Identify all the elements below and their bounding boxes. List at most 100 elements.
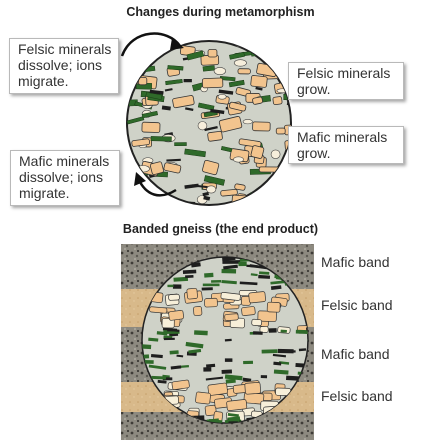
mafic-grain bbox=[222, 370, 232, 374]
quartz-grain bbox=[281, 169, 289, 175]
mafic-grain bbox=[286, 376, 299, 381]
felsic-grain bbox=[245, 382, 261, 394]
band-label-felsic: Felsic band bbox=[321, 297, 393, 313]
dark-grain bbox=[149, 43, 162, 47]
felsic-grain bbox=[208, 383, 228, 396]
felsic-grain bbox=[225, 314, 239, 321]
felsic-grain bbox=[129, 71, 138, 78]
callout-line: Mafic minerals bbox=[19, 153, 113, 169]
felsic-grain bbox=[226, 399, 247, 411]
quartz-grain bbox=[148, 37, 161, 46]
mafic-grain bbox=[225, 358, 233, 362]
mafic-grain bbox=[271, 196, 291, 205]
felsic-grain bbox=[150, 161, 164, 175]
felsic-grain bbox=[169, 294, 180, 300]
band-label-felsic: Felsic band bbox=[321, 388, 393, 404]
callout-line: grow. bbox=[297, 81, 397, 97]
quartz-grain bbox=[243, 119, 252, 123]
mafic-grain bbox=[258, 275, 270, 279]
mafic-grain bbox=[261, 375, 267, 378]
callout-line: migrate. bbox=[19, 185, 113, 201]
bottom-diagram-title: Banded gneiss (the end product) bbox=[0, 222, 441, 236]
mafic-grain bbox=[204, 273, 213, 278]
felsic-grain bbox=[276, 128, 285, 134]
mafic-grain bbox=[253, 331, 263, 335]
felsic-grain bbox=[252, 319, 262, 326]
felsic-grain bbox=[252, 97, 263, 105]
felsic-grain bbox=[267, 302, 280, 312]
quartz-grain bbox=[233, 157, 243, 162]
band-label-mafic: Mafic band bbox=[321, 254, 389, 270]
mafic-grain bbox=[185, 275, 193, 278]
felsic-grain bbox=[286, 185, 304, 195]
mafic-grain bbox=[255, 191, 273, 201]
mafic-grain bbox=[251, 51, 259, 56]
mafic-grain bbox=[202, 287, 213, 290]
felsic-grain bbox=[283, 39, 304, 53]
mafic-grain bbox=[183, 270, 196, 274]
mafic-grain bbox=[170, 350, 179, 354]
callout-line: grow. bbox=[297, 145, 397, 161]
felsic-grain bbox=[249, 291, 266, 303]
felsic-grain bbox=[149, 307, 167, 314]
dark-grain bbox=[184, 79, 192, 82]
quartz-grain bbox=[214, 67, 226, 74]
callout-mafic-grow: Mafic minerals grow. bbox=[288, 126, 404, 164]
mafic-grain bbox=[140, 44, 160, 51]
felsic-grain bbox=[202, 78, 223, 88]
felsic-grain bbox=[141, 51, 150, 61]
callout-line: Felsic minerals bbox=[297, 65, 397, 81]
felsic-grain bbox=[168, 310, 183, 320]
felsic-grain bbox=[187, 288, 198, 299]
mafic-grain bbox=[262, 349, 278, 353]
dark-grain bbox=[128, 200, 137, 205]
mafic-grain bbox=[278, 349, 294, 353]
mafic-grain bbox=[203, 367, 211, 371]
felsic-grain bbox=[264, 46, 277, 59]
felsic-grain bbox=[253, 122, 271, 131]
felsic-grain bbox=[142, 122, 160, 132]
mafic-grain bbox=[151, 136, 172, 141]
callout-mafic-dissolve: Mafic minerals dissolve; ions migrate. bbox=[10, 150, 120, 206]
mafic-grain bbox=[194, 330, 208, 335]
felsic-grain bbox=[208, 49, 217, 57]
felsic-grain bbox=[251, 145, 265, 159]
felsic-grain bbox=[143, 44, 163, 56]
mafic-grain bbox=[142, 344, 151, 349]
felsic-grain bbox=[207, 131, 222, 141]
mafic-grain bbox=[175, 143, 187, 146]
mafic-grain bbox=[203, 66, 215, 72]
mafic-grain bbox=[269, 328, 277, 333]
callout-line: Mafic minerals bbox=[297, 129, 397, 145]
felsic-grain bbox=[277, 198, 296, 207]
callout-line: migrate. bbox=[18, 73, 112, 89]
callout-line: dissolve; ions bbox=[19, 169, 113, 185]
mafic-grain bbox=[222, 260, 240, 264]
felsic-grain bbox=[238, 69, 250, 74]
felsic-grain bbox=[241, 306, 255, 316]
mafic-grain bbox=[173, 284, 181, 288]
felsic-grain bbox=[204, 298, 217, 307]
mafic-grain bbox=[222, 269, 237, 274]
felsic-grain bbox=[193, 306, 202, 315]
band-label-mafic: Mafic band bbox=[321, 346, 389, 362]
mafic-grain bbox=[167, 285, 173, 288]
mafic-grain bbox=[211, 280, 221, 283]
felsic-grain bbox=[232, 195, 252, 206]
felsic-grain bbox=[251, 75, 268, 87]
callout-line: dissolve; ions bbox=[18, 57, 112, 73]
quartz-grain bbox=[207, 186, 216, 193]
mafic-grain bbox=[203, 284, 220, 287]
quartz-grain bbox=[271, 150, 280, 159]
mafic-grain bbox=[225, 339, 232, 342]
mafic-grain bbox=[243, 361, 253, 364]
mafic-grain bbox=[164, 338, 175, 340]
dark-grain bbox=[277, 60, 284, 64]
felsic-grain bbox=[273, 96, 283, 105]
mafic-grain bbox=[265, 197, 282, 200]
quartz-grain bbox=[218, 94, 226, 99]
callout-felsic-dissolve: Felsic minerals dissolve; ions migrate. bbox=[9, 38, 119, 94]
quartz-grain bbox=[282, 52, 291, 57]
felsic-grain bbox=[195, 392, 210, 405]
mafic-grain bbox=[275, 56, 289, 61]
